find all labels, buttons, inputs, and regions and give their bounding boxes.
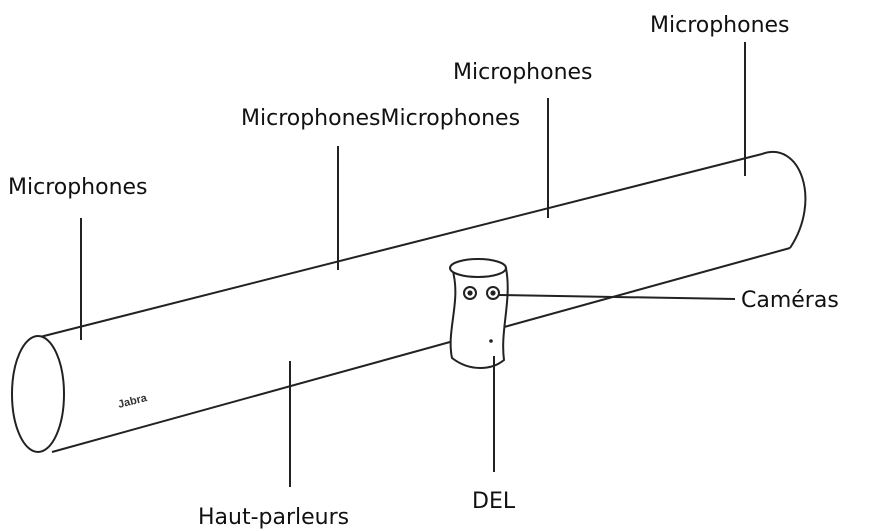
leader-cameras <box>497 294 736 300</box>
video-bar-body: Jabra <box>11 151 807 453</box>
labels: Microphones MicrophonesMicrophones Micro… <box>8 13 839 530</box>
label-microphones-middle: MicrophonesMicrophones <box>241 106 520 131</box>
camera-module <box>449 258 509 369</box>
bar-bottom-edge <box>51 247 791 453</box>
leader-lines <box>80 42 746 487</box>
label-cameras: Caméras <box>741 288 839 313</box>
bar-left-end <box>11 335 65 453</box>
camera-lens-left-inner <box>467 290 473 296</box>
label-microphones-left: Microphones <box>8 175 148 200</box>
led-indicator <box>489 339 493 343</box>
bar-right-end <box>761 151 807 249</box>
camera-top <box>449 258 507 278</box>
label-microphones-right: Microphones <box>650 13 790 38</box>
bar-top-edge <box>35 153 763 339</box>
label-speakers: Haut-parleurs <box>198 505 349 530</box>
brand-logo-text: Jabra <box>117 392 149 411</box>
camera-lens-right-inner <box>490 290 496 296</box>
label-led: DEL <box>472 489 516 514</box>
camera-housing <box>449 267 509 369</box>
label-microphones-center: Microphones <box>453 60 593 85</box>
